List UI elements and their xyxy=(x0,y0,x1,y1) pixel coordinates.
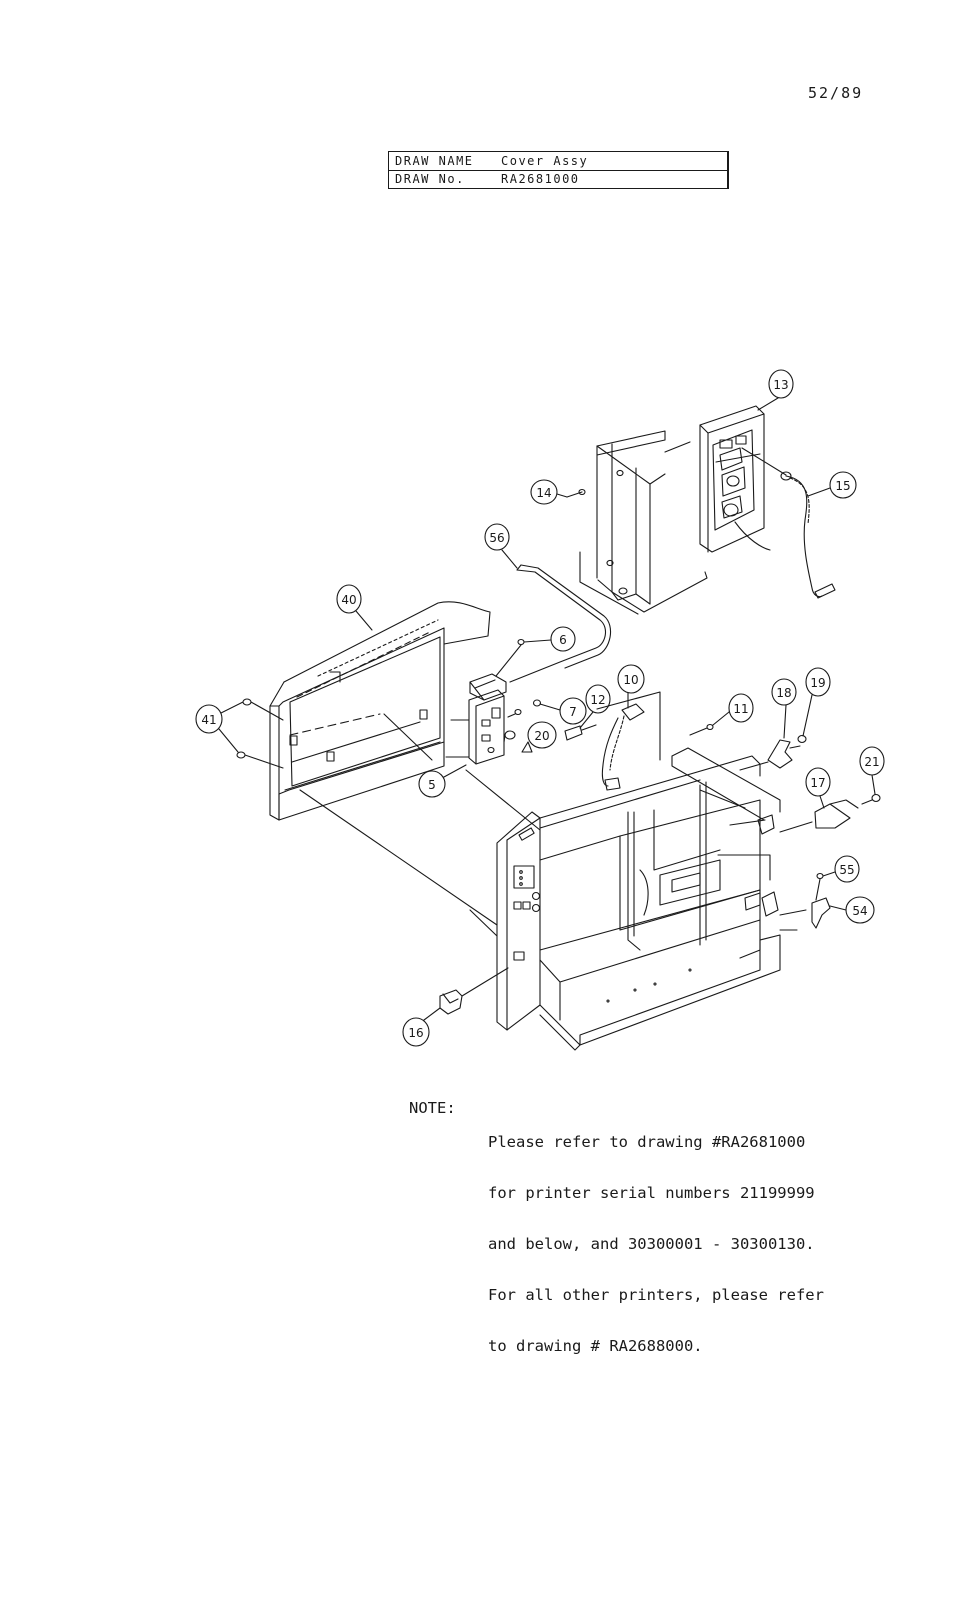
svg-text:11: 11 xyxy=(733,702,748,716)
title-block: DRAW NAME Cover Assy DRAW No. RA2681000 xyxy=(388,151,729,189)
note-body: Please refer to drawing #RA2681000 for p… xyxy=(488,1100,824,1389)
callout-7: 7 xyxy=(539,697,587,725)
note-line: to drawing # RA2688000. xyxy=(488,1337,703,1355)
draw-number-value: RA2681000 xyxy=(501,172,580,186)
svg-text:55: 55 xyxy=(839,863,854,877)
note-line: for printer serial numbers 21199999 xyxy=(488,1184,815,1202)
svg-text:7: 7 xyxy=(569,705,577,719)
svg-text:20: 20 xyxy=(534,729,549,743)
note-block: NOTE: Please refer to drawing #RA2681000… xyxy=(409,1100,824,1355)
svg-text:14: 14 xyxy=(536,486,551,500)
note-label: NOTE: xyxy=(409,1099,456,1117)
title-block-name-row: DRAW NAME Cover Assy xyxy=(389,152,727,171)
front-cover-40 xyxy=(236,601,491,821)
callout-56: 56 xyxy=(484,523,518,569)
callout-54: 54 xyxy=(829,896,875,924)
svg-text:6: 6 xyxy=(559,633,567,647)
svg-text:16: 16 xyxy=(408,1026,423,1040)
callout-18: 18 xyxy=(771,678,797,739)
svg-text:17: 17 xyxy=(810,776,825,790)
callout-10: 10 xyxy=(617,664,645,709)
svg-text:13: 13 xyxy=(773,378,788,392)
callout-40: 40 xyxy=(336,584,373,631)
page-number: 52/89 xyxy=(808,84,864,102)
callout-55: 55 xyxy=(822,855,860,883)
svg-text:19: 19 xyxy=(810,676,825,690)
callout-21: 21 xyxy=(859,746,885,795)
callout-13: 13 xyxy=(757,369,794,411)
svg-text:54: 54 xyxy=(852,904,867,918)
cable-56 xyxy=(509,564,612,683)
cable-15 xyxy=(785,475,836,599)
svg-text:41: 41 xyxy=(201,713,216,727)
svg-text:56: 56 xyxy=(489,531,504,545)
note-line: For all other printers, please refer xyxy=(488,1286,824,1304)
draw-name-label: DRAW NAME xyxy=(395,154,474,168)
svg-text:5: 5 xyxy=(428,778,436,792)
callout-17: 17 xyxy=(805,767,831,809)
callout-20: 20 xyxy=(527,721,557,749)
part-16 xyxy=(439,967,509,1015)
rear-bracket-assembly xyxy=(579,405,792,615)
small-parts-right xyxy=(689,723,881,931)
main-chassis xyxy=(299,747,781,1051)
callout-11: 11 xyxy=(712,693,754,726)
callout-6: 6 xyxy=(523,626,576,652)
svg-text:40: 40 xyxy=(341,593,356,607)
callout-14: 14 xyxy=(530,479,568,505)
svg-text:18: 18 xyxy=(776,686,791,700)
screw-14 xyxy=(566,488,586,498)
control-board-assembly xyxy=(445,638,542,831)
svg-text:12: 12 xyxy=(590,693,605,707)
svg-text:10: 10 xyxy=(623,673,638,687)
draw-number-label: DRAW No. xyxy=(395,172,465,186)
svg-text:15: 15 xyxy=(835,479,850,493)
callout-16: 16 xyxy=(402,1007,441,1047)
title-block-number-row: DRAW No. RA2681000 xyxy=(389,170,727,188)
note-line: Please refer to drawing #RA2681000 xyxy=(488,1133,806,1151)
draw-name-value: Cover Assy xyxy=(501,152,589,171)
note-line: and below, and 30300001 - 30300130. xyxy=(488,1235,815,1253)
svg-text:21: 21 xyxy=(864,755,879,769)
callout-15: 15 xyxy=(807,471,857,499)
callout-19: 19 xyxy=(802,667,831,737)
callout-41: 41 xyxy=(195,701,244,753)
callout-5: 5 xyxy=(418,764,467,798)
callout-12: 12 xyxy=(579,684,611,729)
cable-10-assembly xyxy=(564,691,661,791)
